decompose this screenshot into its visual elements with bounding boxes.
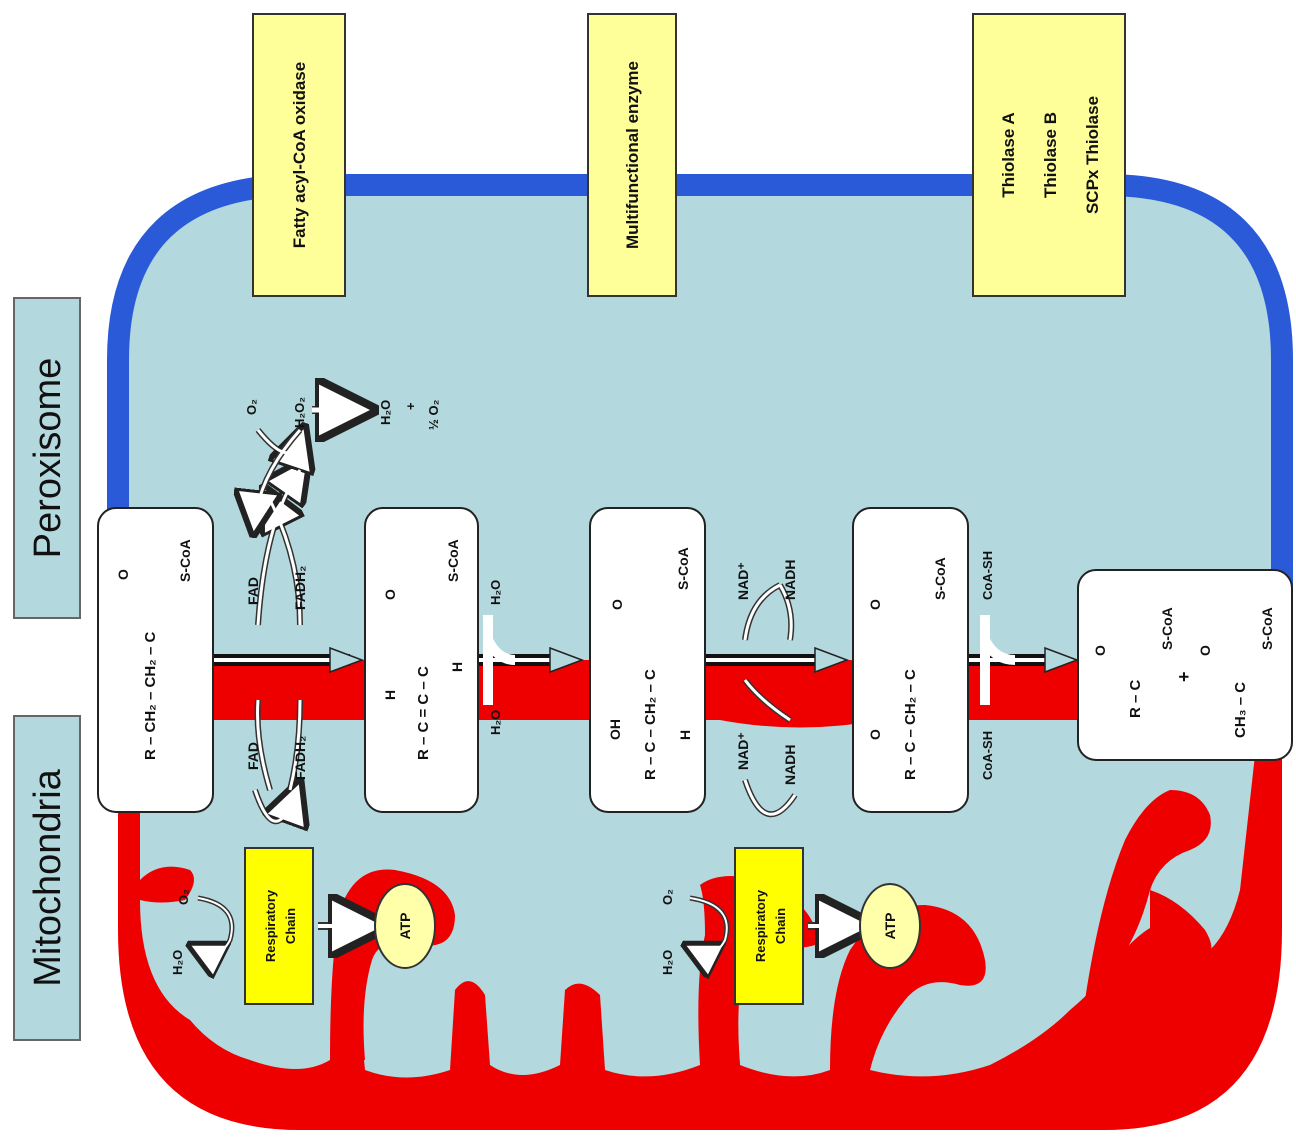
- scpx-thiolase-label: SCPx Thiolase: [1083, 96, 1102, 214]
- acyl-coa-o: O: [115, 569, 131, 580]
- nad-top: NAD⁺: [735, 562, 751, 600]
- mitochondria-label: Mitochondria: [27, 768, 69, 986]
- nad-bot: NAD⁺: [735, 732, 751, 770]
- enoyl-coa-box: [364, 507, 479, 813]
- multifunctional-enzyme-label: Multifunctional enzyme: [623, 61, 642, 249]
- enoyl-coa-o: O: [382, 589, 398, 600]
- products-plus: +: [1174, 671, 1194, 682]
- products-box: [1077, 569, 1293, 761]
- fadh2-bot: FADH₂: [292, 736, 308, 780]
- fad-top: FAD: [245, 577, 261, 605]
- hydroxyacyl-oh: OH: [607, 719, 623, 740]
- product1-o: O: [1092, 645, 1108, 656]
- product2-chain: CH₃ – C: [1232, 682, 1249, 738]
- hydroxyacyl-scoa: S-CoA: [675, 547, 691, 590]
- respiratory-chain-1: [244, 847, 314, 1005]
- thiolase-a-label: Thiolase A: [999, 112, 1018, 197]
- multifunctional-enzyme-box: [587, 13, 677, 297]
- hydroxyacyl-o: O: [609, 599, 625, 610]
- o2-top: O₂: [244, 399, 259, 415]
- acyl-coa-oxidase-label: Fatty acyl-CoA oxidase: [290, 62, 309, 248]
- respiratory-chain-1-l1: Respiratory: [263, 889, 278, 962]
- peroxisome-label: Peroxisome: [27, 358, 69, 559]
- respiratory-chain-2-l2: Chain: [773, 908, 788, 944]
- h2o-resp-1: H₂O: [170, 950, 185, 975]
- product2-scoa: S-CoA: [1259, 607, 1275, 650]
- enoyl-coa-h-bot: H: [449, 662, 465, 672]
- acyl-coa-scoa: S-CoA: [177, 539, 193, 582]
- coash-bot: CoA-SH: [980, 731, 995, 780]
- crista: [1150, 890, 1212, 960]
- respiratory-chain-1-l2: Chain: [283, 908, 298, 944]
- h2o-hydration-bot: H₂O: [488, 710, 503, 735]
- h2o-top: H₂O: [378, 400, 393, 425]
- peroxisome-label-box: [13, 297, 81, 619]
- ketoacyl-chain: R – C – CH₂ – C: [902, 669, 919, 780]
- hydroxyacyl-coa-box: [589, 507, 706, 813]
- atp-2: [859, 883, 921, 969]
- plus-top: +: [403, 402, 418, 410]
- ketoacyl-o: O: [867, 599, 883, 610]
- fadh2-top: FADH₂: [292, 566, 308, 610]
- nad-cycle-fill: [743, 583, 797, 816]
- o2-resp-2: O₂: [660, 889, 675, 905]
- enoyl-coa-h-top: H: [382, 690, 398, 700]
- enoyl-coa-scoa: S-CoA: [445, 539, 461, 582]
- ketoacyl-coa-box: [852, 507, 969, 813]
- half-o2: ½ O₂: [426, 399, 441, 430]
- atp-1-label: ATP: [397, 913, 413, 940]
- o2-resp-1: O₂: [176, 889, 191, 905]
- nadh-top: NADH: [782, 560, 798, 600]
- crista: [1085, 790, 1211, 1000]
- respiratory-chain-2-l1: Respiratory: [753, 889, 768, 962]
- thiolase-b-label: Thiolase B: [1041, 112, 1060, 198]
- acyl-coa-box: [97, 507, 214, 813]
- crista: [140, 866, 194, 903]
- product1-chain: R – C: [1127, 679, 1144, 718]
- hydroxyacyl-chain: R – C – CH₂ – C: [642, 669, 659, 780]
- hydration-arrow: [483, 615, 516, 705]
- nadh-bot: NADH: [782, 745, 798, 785]
- mitochondria-label-box: [13, 715, 81, 1041]
- hydroxyacyl-h: H: [677, 730, 693, 740]
- acyl-coa-chain: R – CH₂ – CH₂ – C: [142, 631, 159, 760]
- thiolase-box: [972, 13, 1126, 297]
- acyl-coa-oxidase-box: [252, 13, 346, 297]
- enoyl-coa-chain: R – C = C – C: [415, 666, 432, 760]
- coash-arrow: [980, 615, 1016, 705]
- fad-cycle-mito-fill: [253, 699, 302, 823]
- coash-top: CoA-SH: [980, 551, 995, 600]
- ketoacyl-scoa: S-CoA: [932, 557, 948, 600]
- atp-2-label: ATP: [882, 913, 898, 940]
- fad-bot: FAD: [245, 742, 261, 770]
- product1-scoa: S-CoA: [1159, 607, 1175, 650]
- h2o-resp-2: H₂O: [660, 950, 675, 975]
- fad-cycle-peroxisome-fill: [253, 407, 355, 626]
- respiratory-chain-2: [734, 847, 804, 1005]
- ketoacyl-o-keto: O: [867, 729, 883, 740]
- atp-1: [374, 883, 436, 969]
- h2o-hydration-top: H₂O: [488, 580, 503, 605]
- h2o2: H₂O₂: [292, 397, 307, 428]
- product2-o: O: [1197, 645, 1213, 656]
